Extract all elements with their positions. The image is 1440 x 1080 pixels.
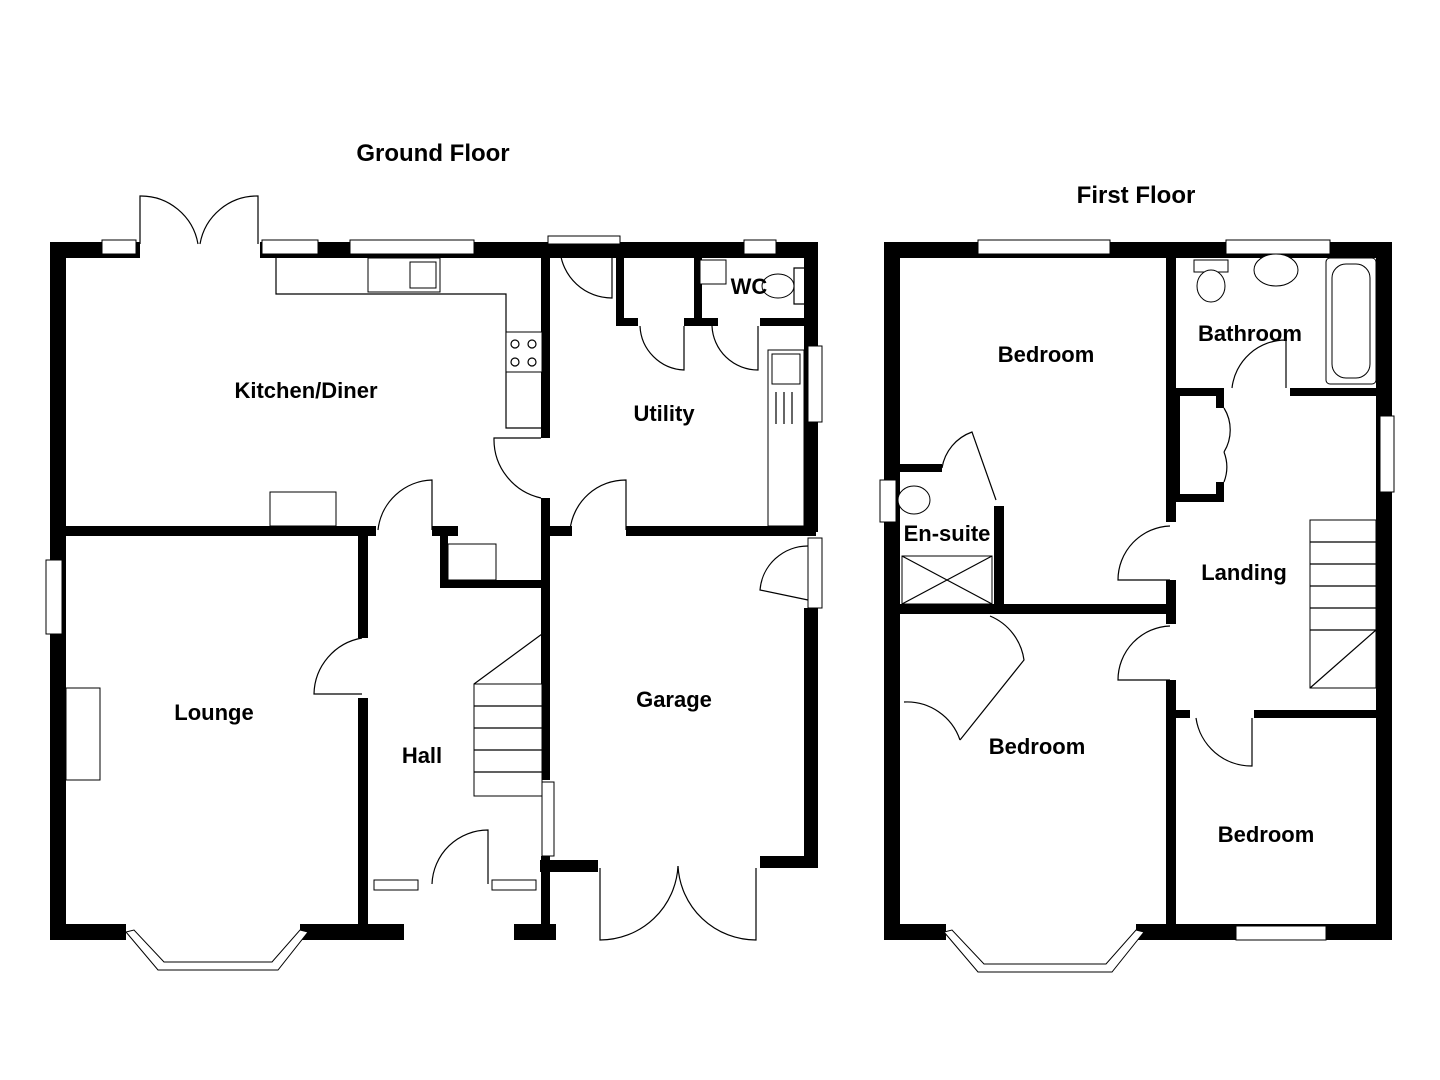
room-label: Utility [633,401,695,426]
first-floor-windows [879,239,1395,973]
room-label: WC [731,274,768,299]
ground-floor-plan: Ground Floor [45,140,823,971]
room-label: En-suite [904,521,991,546]
first-floor-plan: First Floor [879,182,1395,973]
room-label: Bathroom [1198,321,1302,346]
room-label: Bedroom [989,734,1086,759]
room-label: Bedroom [1218,822,1315,847]
first-floor-title: First Floor [1077,182,1196,209]
room-label: Hall [402,743,442,768]
room-label: Lounge [174,700,253,725]
room-label: Landing [1201,560,1287,585]
ground-floor-walls [50,242,818,940]
ground-floor-windows [45,235,823,971]
ground-floor-doors [139,195,809,941]
room-label: Garage [636,687,712,712]
ground-floor-title: Ground Floor [356,140,509,167]
first-floor-fixtures [897,253,1377,689]
first-floor-doors [903,339,1287,767]
first-floor-room-labels: Bedroom Bathroom En-suite Landing Bedroo… [904,321,1315,847]
ground-floor-fixtures [65,256,805,797]
room-label: Bedroom [998,342,1095,367]
room-label: Kitchen/Diner [234,378,377,403]
ground-floor-room-labels: Kitchen/Diner Utility WC Lounge Hall Gar… [174,274,767,768]
